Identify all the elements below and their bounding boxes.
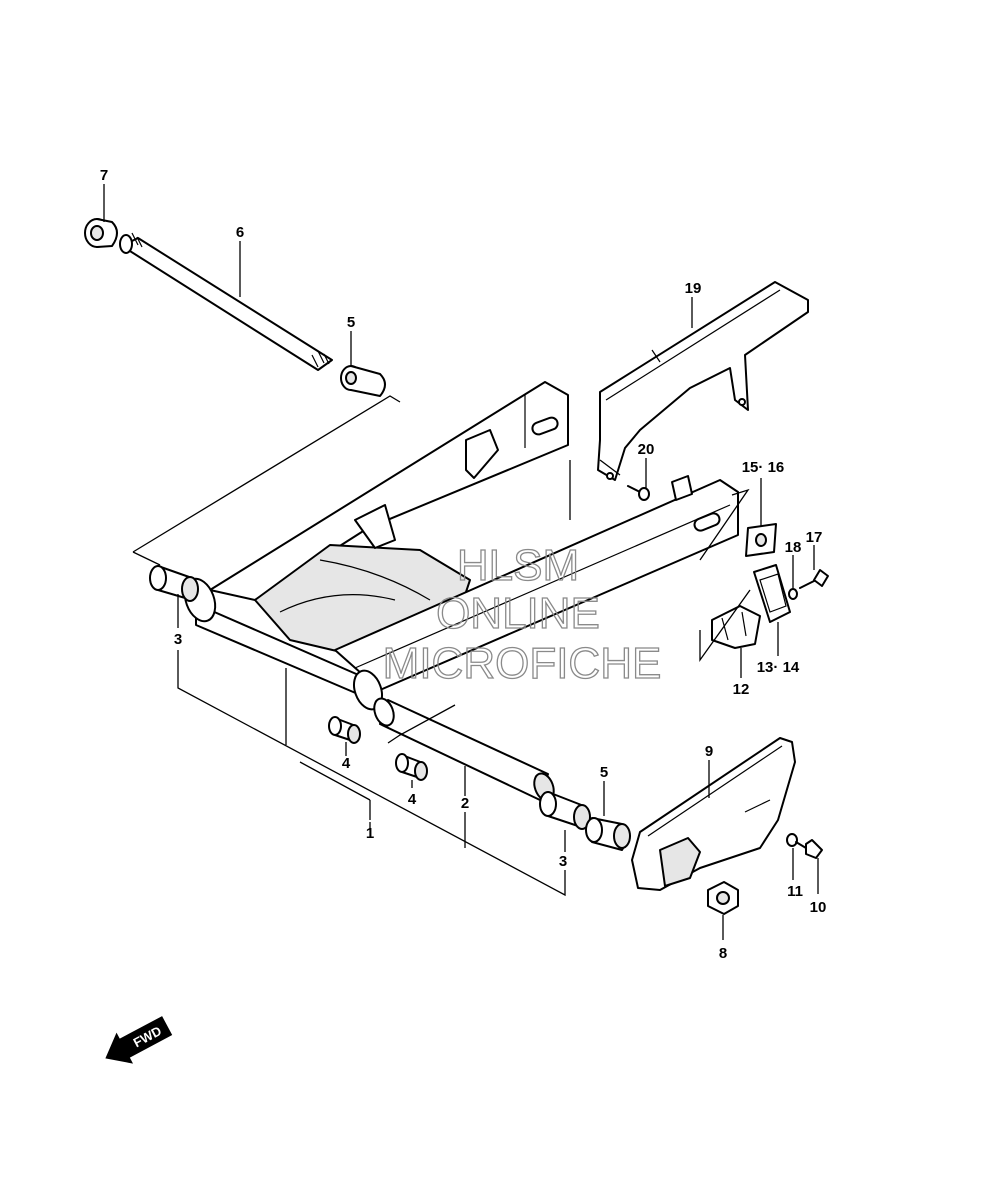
part-6-pivot-shaft xyxy=(119,232,333,371)
part-3-bearing-left xyxy=(149,565,199,602)
part-4-bearing-b xyxy=(395,753,428,781)
callout-20: 20 xyxy=(638,441,655,458)
part-17-bolt xyxy=(799,569,829,589)
callout-3-left: 3 xyxy=(174,631,182,648)
callout-1: 1 xyxy=(366,825,374,842)
callout-17: 17 xyxy=(806,529,823,546)
callout-4-a: 4 xyxy=(342,755,351,772)
callout-7: 7 xyxy=(100,167,108,184)
callout-2: 2 xyxy=(461,795,469,812)
callout-5-top: 5 xyxy=(347,314,355,331)
callout-19: 19 xyxy=(685,280,702,297)
callout-15-16: 15· 16 xyxy=(742,459,785,476)
part-2-sleeve xyxy=(373,697,555,802)
callout-11: 11 xyxy=(787,883,803,900)
watermark: HLSM ONLINE MICROFICHE xyxy=(382,540,662,688)
callout-leaders xyxy=(103,184,819,940)
callout-4-b: 4 xyxy=(408,791,417,808)
callout-12: 12 xyxy=(733,681,750,698)
callout-5-bottom: 5 xyxy=(600,764,608,781)
watermark-line-1: HLSM xyxy=(457,541,579,590)
part-15-16-plate xyxy=(745,523,777,557)
part-10-bolt xyxy=(795,839,823,859)
callout-18: 18 xyxy=(785,539,802,556)
callout-3-right: 3 xyxy=(559,853,567,870)
assembly-lines xyxy=(132,395,751,897)
part-4-bearing-a xyxy=(328,716,361,744)
watermark-line-3: MICROFICHE xyxy=(383,639,662,688)
watermark-line-2: ONLINE xyxy=(436,589,600,638)
part-5-spacer-bottom xyxy=(585,817,631,851)
part-12-bracket xyxy=(711,605,761,649)
callouts: 7 6 5 19 20 15· 16 17 18 3 13· 14 12 9 4… xyxy=(100,167,827,962)
part-1-swingarm xyxy=(183,381,739,711)
callout-10: 10 xyxy=(810,899,827,916)
part-3-bearing-right xyxy=(539,791,591,830)
part-13-14-guide xyxy=(753,564,791,623)
part-5-spacer-top xyxy=(340,365,386,397)
callout-6: 6 xyxy=(236,224,244,241)
callout-8: 8 xyxy=(719,945,727,962)
part-8-nut xyxy=(707,881,739,915)
part-7-nut xyxy=(84,218,118,248)
part-11-collar xyxy=(786,833,798,847)
part-9-chain-case xyxy=(631,737,796,891)
fwd-arrow-icon xyxy=(105,1016,173,1064)
part-20-screw xyxy=(627,485,650,501)
callout-13-14: 13· 14 xyxy=(757,659,800,676)
part-19-chain-cover xyxy=(597,281,809,481)
part-18-washer xyxy=(788,588,798,600)
callout-9: 9 xyxy=(705,743,713,760)
fwd-direction-badge: FWD xyxy=(105,1016,173,1064)
